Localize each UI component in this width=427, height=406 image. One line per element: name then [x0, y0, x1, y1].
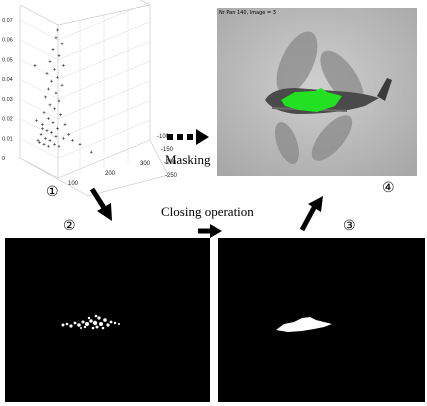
masking-label: Masking — [165, 152, 211, 167]
data-point — [48, 138, 52, 142]
data-points — [33, 28, 93, 154]
data-point — [57, 144, 61, 148]
data-point — [67, 133, 71, 136]
closed-foreground-region — [276, 317, 332, 332]
data-point — [50, 79, 53, 83]
rotor-blades — [274, 31, 364, 164]
z-gridline — [19, 80, 151, 120]
data-point — [50, 131, 53, 134]
data-point — [71, 138, 74, 142]
z-gridline — [19, 1, 151, 41]
z-tick-label: 0.05 — [2, 57, 13, 63]
scatter-3d-plot: 00.010.020.030.040.050.060.07 100200300 … — [2, 0, 178, 200]
z-tick-label: 0.07 — [2, 18, 13, 24]
z-tick-label: 0.02 — [2, 117, 13, 123]
data-point — [47, 144, 50, 148]
z-gridline — [19, 41, 151, 80]
data-point — [56, 28, 59, 32]
data-point — [54, 91, 58, 95]
data-point — [51, 121, 55, 124]
back-wall-top — [19, 4, 59, 178]
y-tick-label: -200 — [164, 160, 177, 166]
data-point — [60, 42, 64, 46]
data-point — [60, 83, 64, 87]
data-point — [36, 138, 40, 142]
data-point — [59, 113, 62, 117]
data-point — [47, 87, 50, 91]
data-point — [41, 127, 44, 130]
data-point — [56, 75, 59, 79]
detected-region-highlight — [281, 88, 342, 112]
z-gridline — [19, 60, 151, 100]
data-point — [44, 136, 47, 140]
data-point — [38, 140, 41, 144]
arrow-up-to-step-4 — [299, 196, 323, 232]
data-point — [35, 119, 38, 123]
data-point — [62, 64, 65, 67]
data-point — [57, 99, 61, 103]
x-tick-label: 200 — [105, 171, 116, 177]
scattered-foreground-pixels — [61, 314, 120, 330]
data-point — [44, 95, 47, 99]
dashed-arrow — [167, 129, 209, 145]
data-point — [48, 60, 52, 63]
z-tick-label: 0.03 — [2, 97, 13, 103]
back-wall-left — [19, 5, 59, 179]
data-point — [63, 123, 67, 126]
data-point — [62, 136, 65, 140]
data-point — [45, 71, 49, 75]
z-tick-labels: 0 0.01 0.02 0.03 0.04 0.05 0.06 0.07 — [2, 18, 13, 162]
photo-overlay-text: Nr Pan 140, Image = 3 — [219, 10, 276, 16]
step-1-label: ① — [46, 185, 59, 200]
z-tick-label: 0.01 — [2, 136, 13, 142]
arrow-right-to-step-3 — [198, 224, 222, 238]
binary-mask-scattered — [5, 238, 210, 402]
data-point — [54, 36, 58, 40]
z-tick-label: 0.04 — [2, 77, 13, 83]
data-point — [56, 127, 59, 130]
y-tick-label: -100 — [157, 134, 170, 140]
data-point — [89, 150, 93, 154]
data-point — [53, 67, 56, 71]
z-tick-label: 0 — [2, 156, 5, 162]
gridlines — [19, 1, 151, 179]
data-point — [78, 142, 82, 146]
data-point — [57, 54, 61, 57]
data-point — [51, 48, 55, 52]
x-tick-labels: 100 200 300 — [68, 161, 151, 187]
z-tick-label: 0.06 — [2, 38, 13, 44]
data-point — [53, 107, 56, 111]
data-point — [47, 117, 50, 121]
step-2-label: ② — [63, 219, 76, 234]
y-tick-label: -150 — [161, 147, 174, 153]
data-point — [53, 142, 56, 146]
z-gridline — [19, 139, 151, 179]
data-point — [42, 111, 46, 115]
z-gridline — [19, 21, 151, 60]
z-gridline — [19, 100, 151, 139]
data-point — [33, 64, 37, 67]
data-point — [42, 142, 46, 146]
x-tick-label: 100 — [68, 181, 79, 187]
binary-mask-closed — [218, 238, 425, 402]
step-4-label: ④ — [382, 181, 395, 196]
data-point — [39, 133, 43, 136]
helicopter-photo: Nr Pan 140, Image = 3 — [217, 8, 417, 176]
arrow-down-to-step-2 — [89, 187, 112, 221]
data-point — [48, 103, 52, 107]
step-3-label: ③ — [343, 219, 356, 234]
data-point — [45, 129, 49, 132]
x-tick-label: 300 — [140, 161, 151, 167]
y-tick-label: -250 — [165, 173, 178, 179]
y-tick-labels: -100 -150 -200 -250 — [157, 134, 178, 179]
data-point — [41, 123, 44, 126]
z-gridline — [19, 120, 151, 159]
data-point — [54, 135, 58, 138]
closing-operation-label: Closing operation — [161, 204, 254, 219]
